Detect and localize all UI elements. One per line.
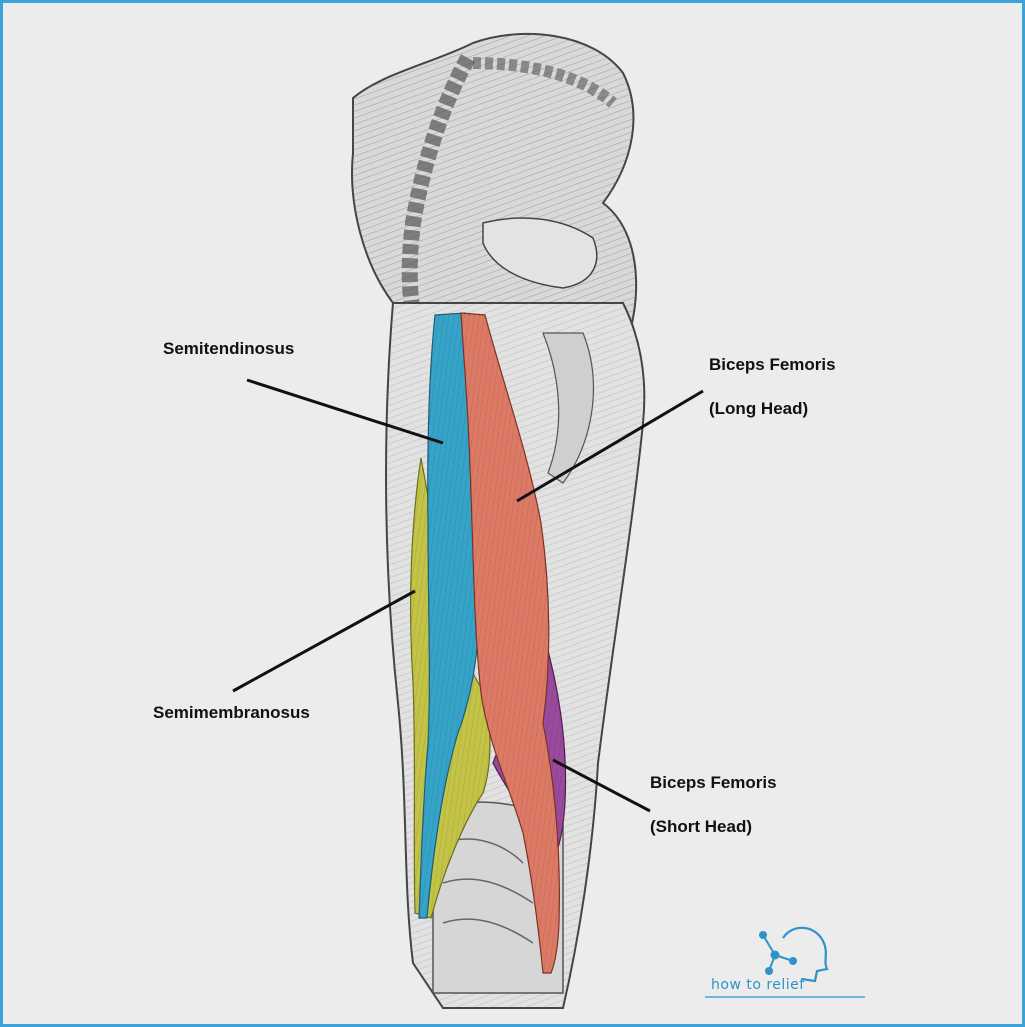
hamstring-anatomy-diagram xyxy=(3,3,1022,1024)
watermark-text: how to relief xyxy=(711,977,805,993)
biceps-long-head-label-line1: Biceps Femoris xyxy=(709,355,836,375)
semimembranosus-label: Semimembranosus xyxy=(153,703,310,723)
semimembranosus-leader-line xyxy=(233,591,415,691)
watermark-underline xyxy=(705,996,865,998)
biceps-short-head-label-line2: (Short Head) xyxy=(650,817,752,837)
semitendinosus-label: Semitendinosus xyxy=(163,339,294,359)
biceps-short-head-label-line1: Biceps Femoris xyxy=(650,773,777,793)
head-network-logo-icon xyxy=(759,928,827,981)
biceps-long-head-label-line2: (Long Head) xyxy=(709,399,808,419)
